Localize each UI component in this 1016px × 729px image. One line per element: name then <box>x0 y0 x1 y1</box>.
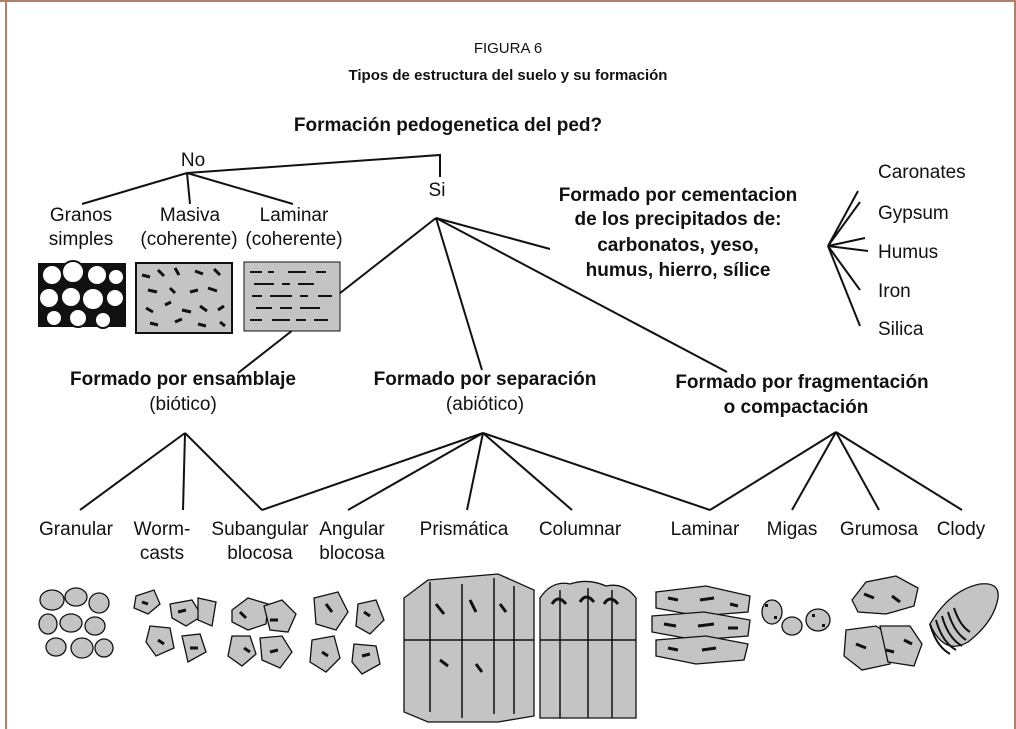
cement-to-humus-line <box>827 245 869 252</box>
figure-title: Tipos de estructura del suelo y su forma… <box>349 67 668 84</box>
label-masiva: Masiva <box>160 205 221 226</box>
cement-to-gypsum-line <box>827 237 866 247</box>
cement-item-silica: Silica <box>878 319 924 340</box>
separation-to-angular-line <box>347 432 484 511</box>
fragmentation-to-grumosa-line <box>835 431 880 511</box>
assembly-to-wormcasts-line <box>182 432 186 511</box>
label-subangular: Subangular <box>211 519 309 540</box>
label-grumosa: Grumosa <box>840 519 919 540</box>
label-angular-blocosa: blocosa <box>319 543 385 564</box>
prismatica-illustration <box>403 573 535 723</box>
separation-to-columnar-line <box>482 432 573 511</box>
formation-separation-sub: (abiótico) <box>446 394 524 415</box>
cement-item-caronates: Caronates <box>878 162 966 183</box>
fragmentation-to-laminar-line <box>709 431 837 511</box>
cement-item-humus: Humus <box>878 242 938 263</box>
formation-fragmentation-title: Formado por fragmentación <box>675 372 928 393</box>
label-migas: Migas <box>767 519 818 540</box>
answer-si: Si <box>429 180 446 201</box>
frame-right-border <box>1014 0 1016 729</box>
formation-fragmentation-sub: o compactación <box>724 397 869 418</box>
cement-to-silica-line <box>827 245 861 327</box>
no-to-granos-line <box>81 172 188 205</box>
si-to-cementation-line <box>435 217 551 250</box>
label-subangular-blocosa: blocosa <box>227 543 293 564</box>
answer-no: No <box>181 150 205 171</box>
granular-illustration <box>38 587 114 659</box>
cement-item-gypsum: Gypsum <box>878 203 949 224</box>
label-laminar-top: Laminar <box>260 205 329 226</box>
granos-simples-illustration <box>38 260 126 329</box>
si-to-separation-line <box>435 217 483 371</box>
columnar-illustration <box>539 580 637 719</box>
label-granos: Granos <box>50 205 112 226</box>
cementation-line-4: humus, hierro, sílice <box>586 260 771 281</box>
grumosa-illustration <box>843 575 923 671</box>
fragmentation-to-clody-line <box>835 431 963 511</box>
cementation-line-3: carbonatos, yeso, <box>597 235 759 256</box>
label-casts: casts <box>140 543 184 564</box>
wormcasts-illustration <box>133 589 217 663</box>
subangular-illustration <box>227 597 297 669</box>
assembly-to-subangular-line <box>184 432 263 511</box>
label-laminar-coherente: (coherente) <box>245 229 342 250</box>
frame-left-border <box>5 0 7 729</box>
label-worm: Worm- <box>134 519 191 540</box>
tree-lines-bottom <box>79 431 963 511</box>
label-masiva-coherente: (coherente) <box>140 229 237 250</box>
angular-blocosa-illustration <box>309 591 385 675</box>
separation-to-prismatica-line <box>466 432 484 511</box>
label-clody: Clody <box>937 519 986 540</box>
figure-number: FIGURA 6 <box>474 40 542 57</box>
clody-illustration <box>929 583 999 655</box>
separation-to-subangular-line <box>261 432 484 511</box>
pedogenic-question: Formación pedogenetica del ped? <box>294 115 602 136</box>
separation-to-laminar-line <box>482 432 711 511</box>
formation-assembly-sub: (biótico) <box>149 394 217 415</box>
label-prismatica: Prismática <box>420 519 509 540</box>
cement-item-iron: Iron <box>878 281 911 302</box>
frame-top-border <box>0 0 1016 2</box>
formation-assembly-title: Formado por ensamblaje <box>70 369 296 390</box>
laminar-coherente-illustration <box>243 261 341 332</box>
label-laminar-bottom: Laminar <box>671 519 740 540</box>
label-angular: Angular <box>319 519 385 540</box>
fragmentation-to-migas-line <box>791 431 837 511</box>
assembly-to-granular-line <box>79 432 186 511</box>
cement-to-caronates-line <box>827 190 861 247</box>
no-to-masiva-line <box>186 172 191 205</box>
masiva-illustration <box>135 262 233 334</box>
label-columnar: Columnar <box>539 519 622 540</box>
cementation-line-1: Formado por cementacion <box>559 185 798 206</box>
question-branch-line <box>186 153 441 177</box>
si-to-fragmentation-line <box>435 217 728 373</box>
migas-illustration <box>761 599 831 636</box>
laminar-illustration <box>651 585 751 665</box>
formation-separation-title: Formado por separación <box>374 369 597 390</box>
cementation-line-2: de los precipitados de: <box>575 209 782 230</box>
no-to-laminar-line <box>186 172 294 205</box>
label-simples: simples <box>49 229 113 250</box>
cement-to-iron-line <box>827 245 861 291</box>
label-granular: Granular <box>39 519 114 540</box>
